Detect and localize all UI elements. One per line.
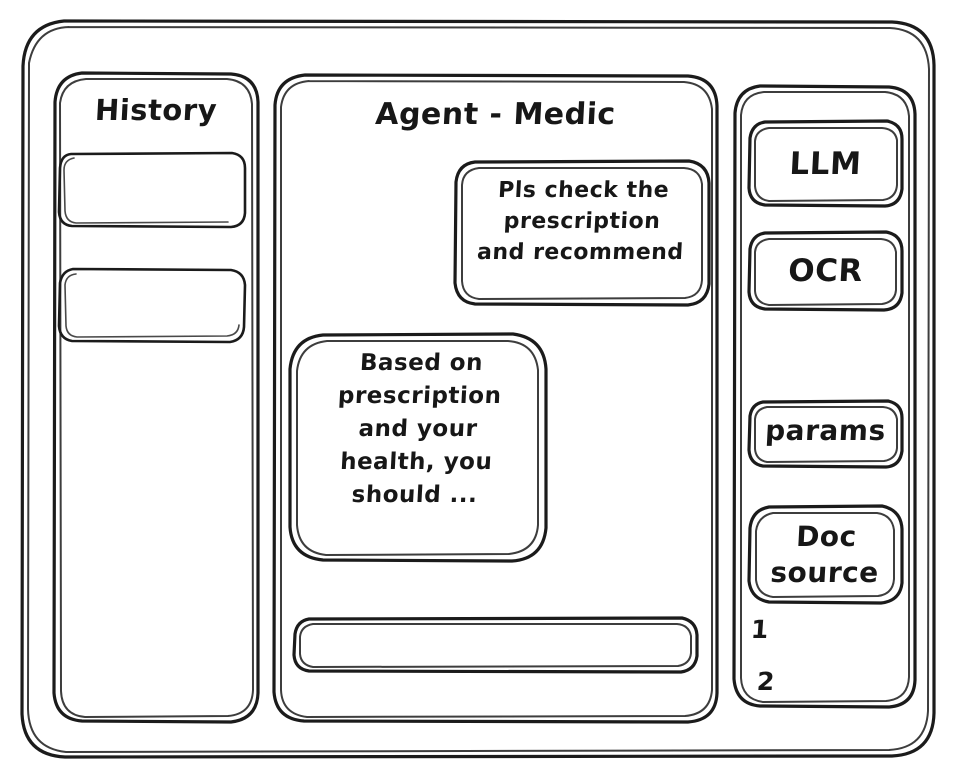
- history-title: History: [94, 93, 218, 127]
- page-title: Agent - Medic: [374, 97, 617, 132]
- tool-llm-label: LLM: [788, 146, 863, 182]
- message-text-agent: Based on prescription and your health, y…: [337, 350, 503, 508]
- tool-ocr-label: OCR: [787, 253, 864, 289]
- history-item[interactable]: [57, 151, 247, 229]
- doc-source-list-item[interactable]: 1: [749, 615, 770, 644]
- history-item[interactable]: [57, 267, 247, 344]
- message-text-user: Pls check the prescription and recommend: [476, 178, 685, 266]
- doc-source-list-item[interactable]: 2: [755, 667, 776, 696]
- message-input[interactable]: [292, 616, 699, 674]
- tool-params-label: params: [764, 414, 887, 447]
- tool-doc-source-label: Doc source: [769, 520, 880, 590]
